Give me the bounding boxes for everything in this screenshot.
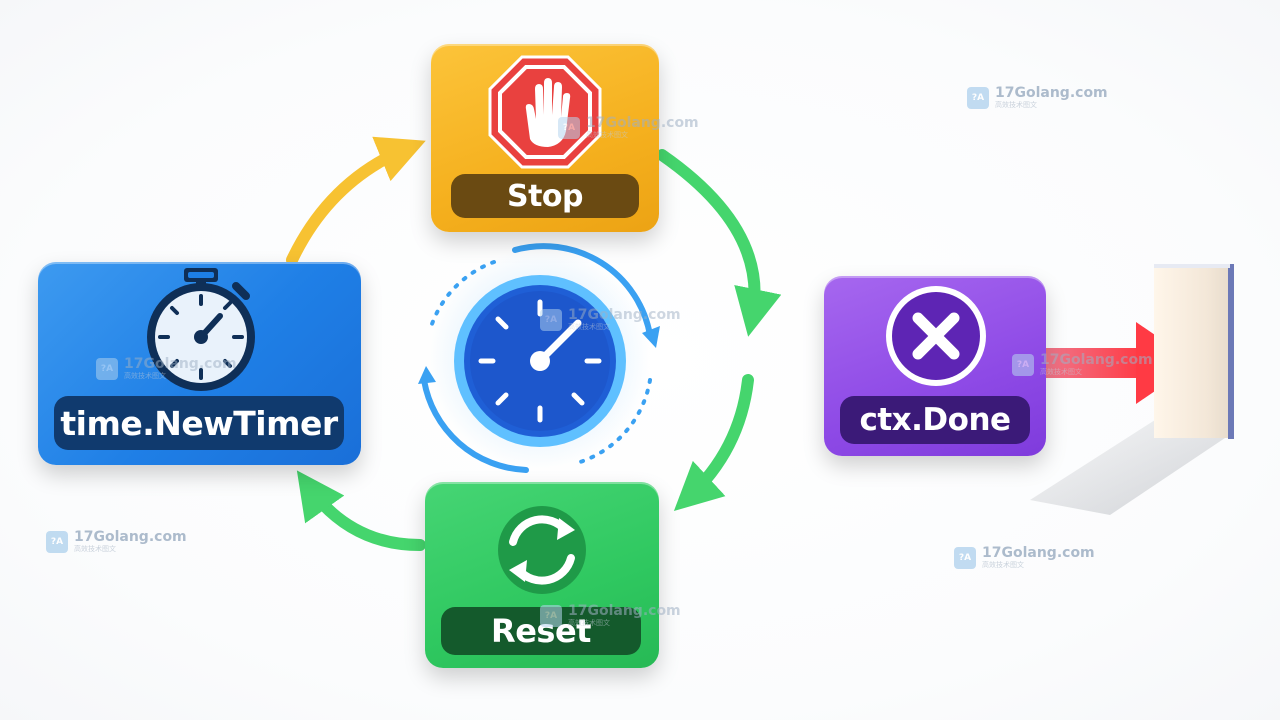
clock-icon (418, 243, 660, 473)
watermark-logo-icon: ?A (540, 604, 562, 627)
watermark-subtitle: 高效技术图文 (568, 323, 610, 331)
watermark: ?A 17Golang.com 高效技术图文 (967, 86, 1108, 109)
node-new-timer-label: time.NewTimer (54, 396, 344, 450)
watermark-logo-icon: ?A (967, 86, 989, 109)
close-icon (886, 286, 986, 386)
watermark-logo-icon: ?A (558, 116, 580, 139)
exit-door-icon (1030, 264, 1234, 515)
node-new-timer: time.NewTimer (38, 262, 361, 465)
watermark-domain: 17Golang.com (568, 603, 681, 619)
watermark: ?A 17Golang.com 高效技术图文 (96, 357, 237, 380)
watermark-domain: 17Golang.com (568, 307, 681, 323)
edge-newtimer-to-stop (286, 136, 426, 266)
watermark-logo-icon: ?A (46, 530, 68, 553)
stopwatch-icon (147, 268, 255, 391)
watermark: ?A 17Golang.com 高效技术图文 (954, 546, 1095, 569)
watermark-subtitle: 高效技术图文 (982, 561, 1024, 569)
watermark: ?A 17Golang.com 高效技术图文 (540, 308, 681, 331)
stop-hand-icon (488, 55, 602, 169)
watermark-domain: 17Golang.com (586, 115, 699, 131)
edge-stop-to-reset-tail (673, 374, 754, 512)
watermark-logo-icon: ?A (1012, 353, 1034, 376)
edge-reset-to-newtimer (296, 470, 426, 551)
node-ctx-done: ctx.Done (824, 276, 1046, 456)
watermark-subtitle: 高效技术图文 (568, 619, 610, 627)
node-stop: Stop (431, 44, 659, 232)
watermark-subtitle: 高效技术图文 (124, 372, 166, 380)
watermark-domain: 17Golang.com (1040, 352, 1153, 368)
watermark: ?A 17Golang.com 高效技术图文 (540, 604, 681, 627)
watermark-logo-icon: ?A (954, 546, 976, 569)
refresh-icon (498, 506, 586, 594)
watermark-logo-icon: ?A (540, 308, 562, 331)
watermark-logo-icon: ?A (96, 357, 118, 380)
node-ctx-done-label: ctx.Done (840, 396, 1030, 444)
watermark-domain: 17Golang.com (74, 529, 187, 545)
watermark-domain: 17Golang.com (124, 356, 237, 372)
watermark-subtitle: 高效技术图文 (995, 101, 1037, 109)
watermark: ?A 17Golang.com 高效技术图文 (1012, 353, 1153, 376)
watermark-domain: 17Golang.com (982, 545, 1095, 561)
watermark-domain: 17Golang.com (995, 85, 1108, 101)
watermark: ?A 17Golang.com 高效技术图文 (46, 530, 187, 553)
watermark: ?A 17Golang.com 高效技术图文 (558, 116, 699, 139)
watermark-subtitle: 高效技术图文 (74, 545, 116, 553)
edge-stop-to-reset (656, 149, 782, 337)
watermark-subtitle: 高效技术图文 (1040, 368, 1082, 376)
node-stop-label: Stop (451, 174, 639, 218)
watermark-subtitle: 高效技术图文 (586, 131, 628, 139)
node-reset: Reset (425, 482, 659, 668)
